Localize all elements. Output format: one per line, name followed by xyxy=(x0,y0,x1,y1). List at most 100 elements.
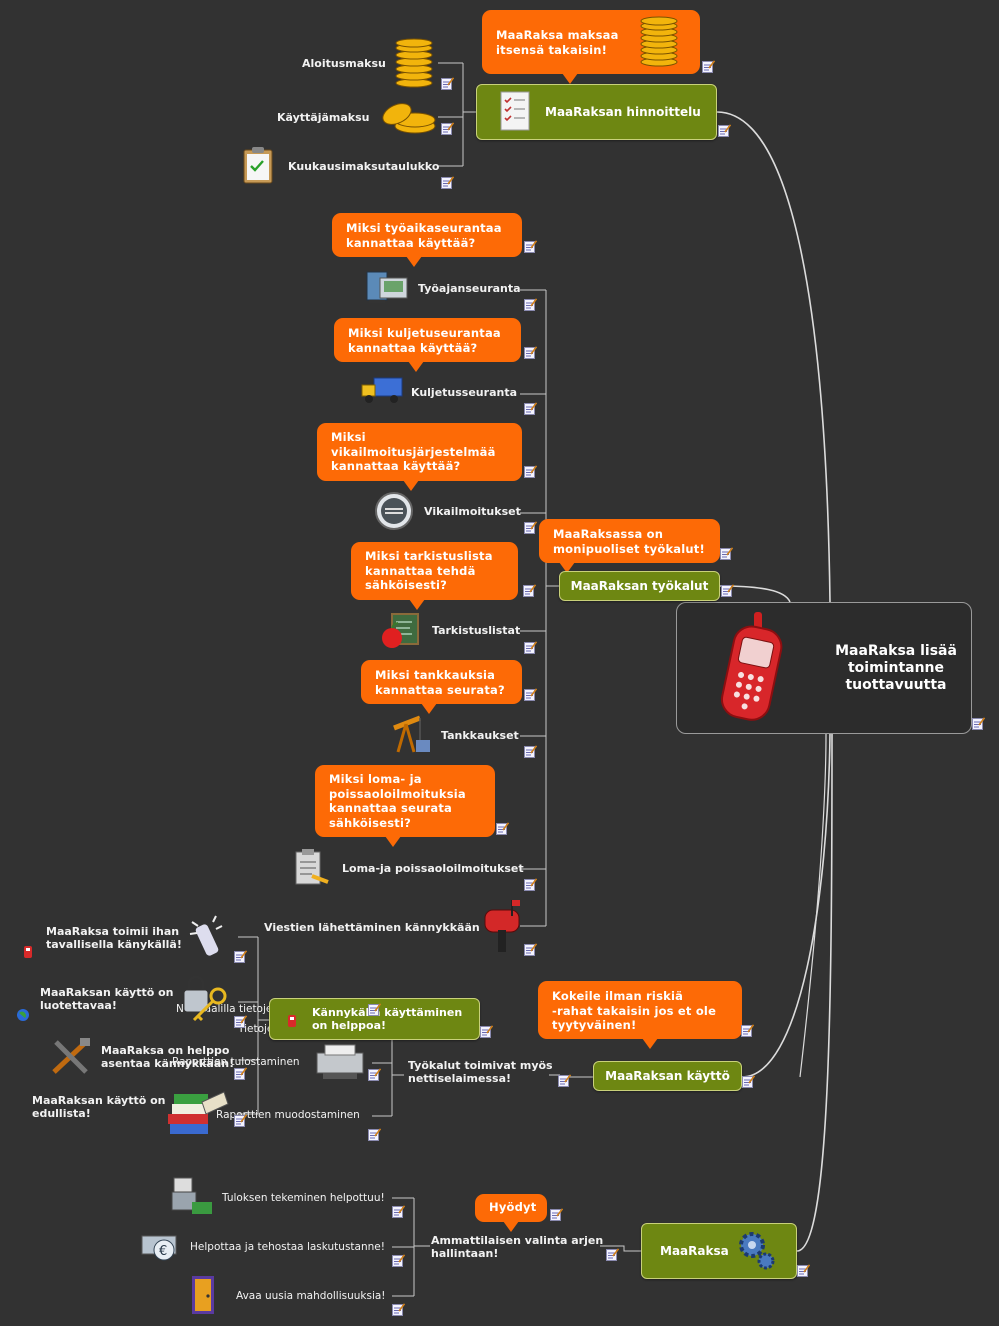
tools-topic[interactable]: MaaRaksan työkalut xyxy=(559,571,720,601)
note-icon[interactable] xyxy=(550,1208,563,1221)
tool-item-tankkaukset: Tankkaukset xyxy=(441,729,519,742)
note-icon[interactable] xyxy=(720,547,733,560)
books-money-icon xyxy=(168,1091,229,1134)
small-phone-icon xyxy=(24,946,32,958)
note-icon[interactable] xyxy=(368,1003,381,1016)
note-icon[interactable] xyxy=(797,1264,810,1277)
note-icon[interactable] xyxy=(524,943,537,956)
note-icon[interactable] xyxy=(392,1303,405,1316)
note-icon[interactable] xyxy=(441,77,454,90)
benefits-subtopic: Ammattilaisen valinta arjen hallintaan! xyxy=(431,1234,604,1260)
note-icon[interactable] xyxy=(741,1024,754,1037)
phone-usage-topic-label: Kännykällä käyttäminen on helppoa! xyxy=(312,1006,463,1032)
note-icon[interactable] xyxy=(524,688,537,701)
note-icon[interactable] xyxy=(234,1114,247,1127)
note-icon[interactable] xyxy=(234,950,247,963)
note-icon[interactable] xyxy=(524,402,537,415)
mailbox-icon xyxy=(484,900,520,952)
callout-tyoaika-text: Miksi työaikaseurantaa kannattaa käyttää… xyxy=(346,221,502,250)
benefit-item-mahdollisuudet: Avaa uusia mahdollisuuksia! xyxy=(236,1290,386,1302)
note-icon[interactable] xyxy=(524,745,537,758)
usage-topic[interactable]: MaaRaksan käyttö xyxy=(593,1061,742,1091)
note-icon[interactable] xyxy=(702,60,715,73)
note-icon[interactable] xyxy=(972,717,985,730)
tool-item-tyoajanseuranta: Työajanseuranta xyxy=(418,282,521,295)
ringing-phone-icon xyxy=(189,915,223,957)
usage-callout[interactable]: Kokeile ilman riskiä -rahat takaisin jos… xyxy=(538,981,742,1049)
note-icon[interactable] xyxy=(234,1067,247,1080)
apple-blackboard-icon xyxy=(382,613,419,648)
note-icon[interactable] xyxy=(524,240,537,253)
callout-tarkistuslista[interactable]: Miksi tarkistuslista kannattaa tehdä säh… xyxy=(351,542,518,610)
note-icon[interactable] xyxy=(718,124,731,137)
callout-loma-text: Miksi loma- ja poissaoloilmoituksia kann… xyxy=(329,772,466,830)
callout-vikailmoitus-text: Miksi vikailmoitusjärjestelmää kannattaa… xyxy=(331,430,496,473)
tools-callout[interactable]: MaaRaksassa on monipuoliset työkalut! xyxy=(539,519,720,573)
phone-usage-topic[interactable]: Kännykällä käyttäminen on helppoa! xyxy=(269,998,480,1040)
phone-item-luotettava: MaaRaksan käyttö on luotettavaa! xyxy=(40,986,174,1012)
tool-item-loma: Loma-ja poissaoloilmoitukset xyxy=(342,862,524,875)
benefits-topic[interactable]: MaaRaksa xyxy=(641,1223,797,1279)
tools-topic-label: MaaRaksan työkalut xyxy=(570,579,709,593)
note-icon[interactable] xyxy=(523,584,536,597)
euro-money-icon: € xyxy=(141,1235,177,1261)
tools-callout-text: MaaRaksassa on monipuoliset työkalut! xyxy=(553,527,705,556)
tool-item-tarkistuslistat: Tarkistuslistat xyxy=(432,624,521,637)
callout-tarkistuslista-text: Miksi tarkistuslista kannattaa tehdä säh… xyxy=(365,549,493,592)
tool-item-kuljetusseuranta: Kuljetusseuranta xyxy=(411,386,517,399)
tools-icon xyxy=(52,1038,90,1074)
note-icon[interactable] xyxy=(721,584,734,597)
phone-item-helppo: MaaRaksa on helppo asentaa kännykkään! xyxy=(101,1044,235,1070)
phone-item-tavallinen: MaaRaksa toimii ihan tavallisella känykä… xyxy=(46,925,182,951)
note-icon[interactable] xyxy=(524,298,537,311)
note-icon[interactable] xyxy=(496,822,509,835)
note-icon[interactable] xyxy=(524,346,537,359)
pricing-callout-text: MaaRaksa maksaa itsensä takaisin! xyxy=(496,28,619,57)
benefits-callout-text: Hyödyt xyxy=(489,1200,537,1214)
svg-text:€: € xyxy=(159,1244,167,1259)
benefits-callout[interactable]: Hyödyt xyxy=(475,1194,547,1232)
tool-item-viestit: Viestien lähettäminen kännykkään xyxy=(264,921,480,934)
usage-callout-text: Kokeile ilman riskiä -rahat takaisin jos… xyxy=(552,989,717,1032)
pricing-item-kayttajamaksu: Käyttäjämaksu xyxy=(277,111,370,124)
usage-web-label: Työkalut toimivat myös nettiselaimessa! xyxy=(408,1059,553,1085)
callout-vikailmoitus[interactable]: Miksi vikailmoitusjärjestelmää kannattaa… xyxy=(317,423,522,491)
note-icon[interactable] xyxy=(441,176,454,189)
note-icon[interactable] xyxy=(441,122,454,135)
note-icon[interactable] xyxy=(558,1074,571,1087)
note-icon[interactable] xyxy=(392,1205,405,1218)
central-title: MaaRaksa lisää toimintanne tuottavuutta xyxy=(835,643,957,693)
gauge-icon xyxy=(375,492,413,530)
tool-item-vikailmoitukset: Vikailmoitukset xyxy=(424,505,521,518)
callout-loma[interactable]: Miksi loma- ja poissaoloilmoituksia kann… xyxy=(315,765,495,847)
note-icon[interactable] xyxy=(234,1015,247,1028)
benefit-item-tulos: Tuloksen tekeminen helpottuu! xyxy=(222,1192,385,1204)
note-icon[interactable] xyxy=(368,1068,381,1081)
phone-item-edullinen: MaaRaksan käyttö on edullista! xyxy=(32,1094,166,1120)
note-icon[interactable] xyxy=(742,1075,755,1088)
note-icon[interactable] xyxy=(524,641,537,654)
coins-stack-icon xyxy=(395,38,433,88)
benefits-topic-label: MaaRaksa xyxy=(660,1244,729,1258)
callout-tankkaus-text: Miksi tankkauksia kannattaa seurata? xyxy=(375,668,505,697)
benefit-item-laskutus: Helpottaa ja tehostaa laskutustanne! xyxy=(190,1241,385,1253)
pricing-item-aloitusmaksu: Aloitusmaksu xyxy=(302,57,386,70)
central-topic[interactable] xyxy=(676,602,972,734)
note-icon[interactable] xyxy=(524,878,537,891)
oil-pump-icon xyxy=(393,715,430,753)
note-icon[interactable] xyxy=(524,521,537,534)
note-icon[interactable] xyxy=(480,1025,493,1038)
door-icon xyxy=(192,1276,214,1314)
note-icon[interactable] xyxy=(524,465,537,478)
note-icon[interactable] xyxy=(606,1248,619,1261)
gears-icon xyxy=(739,1232,775,1270)
web-item-tulostaminen: Raporttien tulostaminen xyxy=(172,1056,300,1068)
callout-kuljetus[interactable]: Miksi kuljetuseurantaa kannattaa käyttää… xyxy=(334,318,521,372)
callout-tankkaus[interactable]: Miksi tankkauksia kannattaa seurata? xyxy=(361,660,522,714)
note-icon[interactable] xyxy=(392,1254,405,1267)
lock-key-icon xyxy=(183,975,227,1022)
callout-tyoaika[interactable]: Miksi työaikaseurantaa kannattaa käyttää… xyxy=(332,213,522,267)
note-icon[interactable] xyxy=(368,1128,381,1141)
time-clock-icon xyxy=(366,271,408,303)
